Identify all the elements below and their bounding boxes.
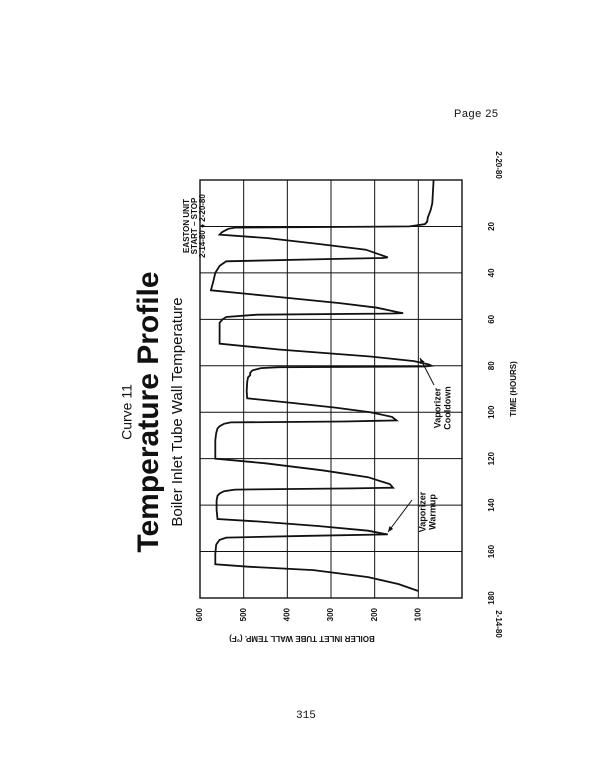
unit-block-line: START – STOP (190, 197, 199, 254)
y-tick-label: 600 (195, 607, 204, 621)
series-line-temperature (209, 179, 435, 592)
annotation-arrowhead (420, 358, 425, 364)
y-tick-label: 200 (370, 607, 379, 621)
annotation-text: Cooldown (442, 386, 452, 430)
x-axis-label: TIME (HOURS) (509, 361, 518, 417)
page-number: Page 25 (454, 108, 499, 120)
chart-subtitle: Boiler Inlet Tube Wall Temperature (169, 297, 186, 526)
footer-page-number: 315 (296, 710, 316, 722)
annotation-arrowhead (388, 526, 394, 532)
unit-block-line: EASTON UNIT (182, 199, 191, 253)
x-tick-label: 120 (487, 451, 496, 465)
y-tick-label: 400 (282, 607, 291, 621)
annotation-text: Warmup (427, 494, 437, 530)
plot-frame (199, 179, 463, 599)
x-tick-label: 80 (487, 361, 496, 370)
x-tick-label: 60 (487, 314, 496, 323)
x-tick-label: 180 (487, 591, 496, 605)
end-date-label: 2-20-80 (494, 151, 503, 179)
x-tick-label: 20 (487, 221, 496, 230)
annotation-text: Vaporizer (417, 491, 427, 532)
x-tick-label: 100 (487, 405, 496, 419)
start-date-label: 2-14-80 (494, 610, 503, 638)
y-axis-label: BOILER INLET TUBE WALL TEMP. (°F) (229, 634, 375, 643)
unit-block-line: 2-14-80 ♦ 2-20-80 (198, 194, 207, 258)
x-tick-label: 160 (487, 544, 496, 558)
curve-label: Curve 11 (119, 384, 135, 440)
y-tick-label: 100 (413, 607, 422, 621)
y-tick-label: 500 (239, 607, 248, 621)
annotation-arrow (387, 499, 413, 533)
x-tick-label: 140 (487, 498, 496, 512)
tick-labels: 20 40 60 80 100 120 140 160 180 100 200 300 400 500 60… (195, 151, 518, 643)
x-tick-label: 40 (487, 268, 496, 277)
annotation-text: Vaporizer (432, 387, 442, 428)
chart-title: Temperature Profile (132, 271, 165, 552)
y-tick-label: 300 (326, 607, 335, 621)
